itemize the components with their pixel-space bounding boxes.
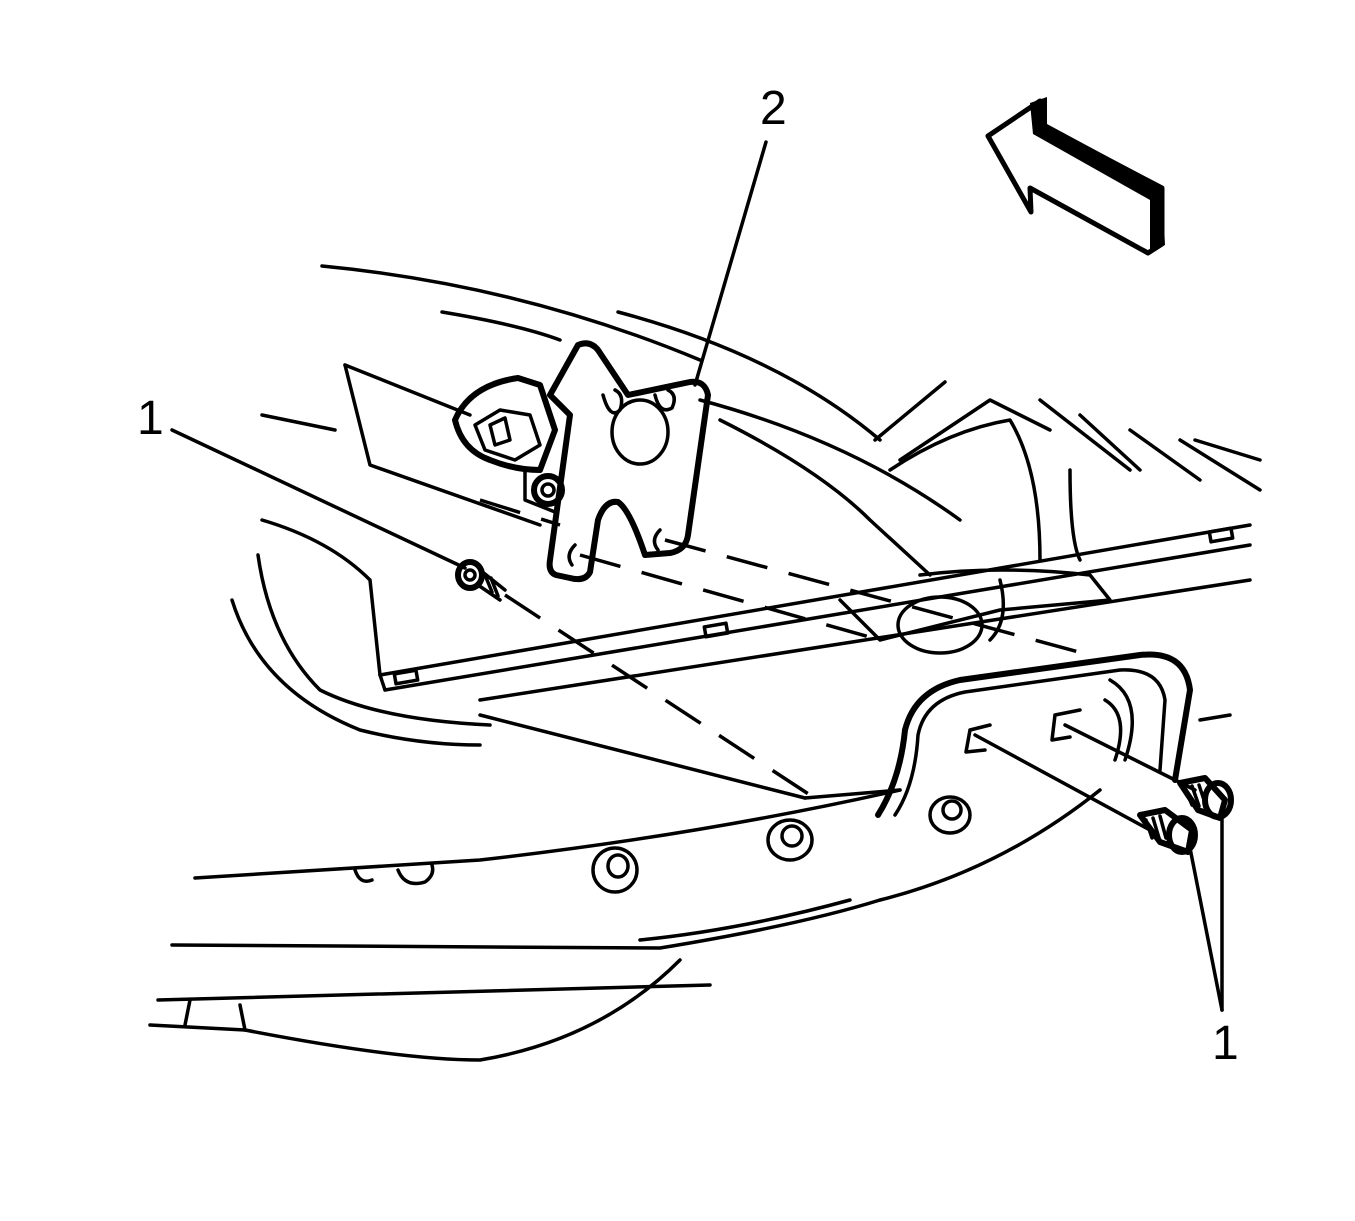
bracket-part-2	[546, 340, 711, 583]
bolt-right-lower	[1137, 807, 1198, 855]
lower-body	[148, 713, 1102, 1062]
bolt-right-upper	[1177, 775, 1234, 821]
bolt-left	[455, 559, 507, 602]
callout-1-left: 1	[137, 392, 164, 445]
body-contours	[260, 264, 1262, 522]
crossmember	[230, 518, 1252, 747]
installation-guide-lines	[479, 498, 1091, 797]
panel-left	[343, 363, 542, 527]
leader-lines	[170, 140, 1224, 1012]
callout-1-right: 1	[1212, 1017, 1239, 1070]
mount-bosses	[353, 795, 972, 894]
front-direction-arrow-icon	[985, 97, 1165, 256]
bolts-right	[973, 723, 1234, 855]
center-mount	[718, 418, 1112, 655]
callout-2: 2	[760, 82, 787, 135]
sensor-connector	[452, 375, 565, 514]
tow-loop-bracket	[875, 651, 1232, 818]
